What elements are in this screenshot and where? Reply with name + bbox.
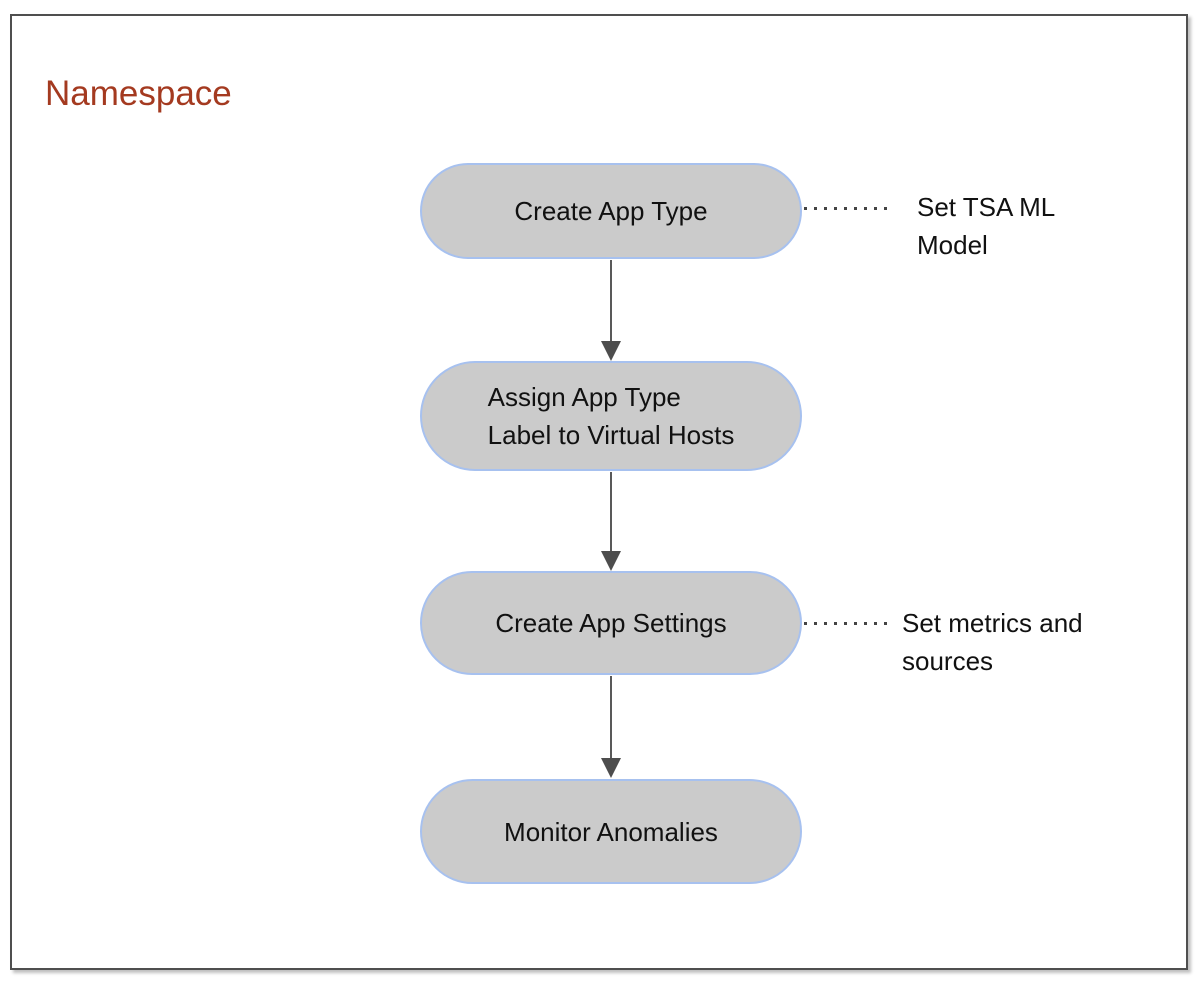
arrow-down-icon — [601, 260, 621, 361]
arrow-down-icon — [601, 472, 621, 571]
flow-node-label: Monitor Anomalies — [504, 816, 718, 847]
diagram-title: Namespace — [45, 74, 232, 113]
flow-node-label: Create App Settings — [495, 608, 727, 638]
annotation-set-tsa-ml-model: Set TSA ML Model — [917, 192, 1056, 260]
flow-node-create-app-type: Create App Type — [420, 163, 802, 259]
flow-node-create-app-settings: Create App Settings — [420, 571, 802, 675]
diagram-frame: Namespace Create App Type Assign App Typ… — [10, 14, 1188, 970]
flow-node-assign-app-type-label: Assign App Type Label to Virtual Hosts — [420, 361, 802, 471]
annotation-set-metrics-and-sources: Set metrics and sources — [902, 608, 1083, 676]
dotted-connector-line — [804, 207, 890, 210]
dotted-connector-line — [804, 622, 890, 625]
flow-node-label: Create App Type — [514, 196, 708, 226]
flow-node-monitor-anomalies: Monitor Anomalies — [420, 779, 802, 884]
arrow-down-icon — [601, 676, 621, 778]
flow-node-label: Assign App Type Label to Virtual Hosts — [487, 382, 735, 450]
